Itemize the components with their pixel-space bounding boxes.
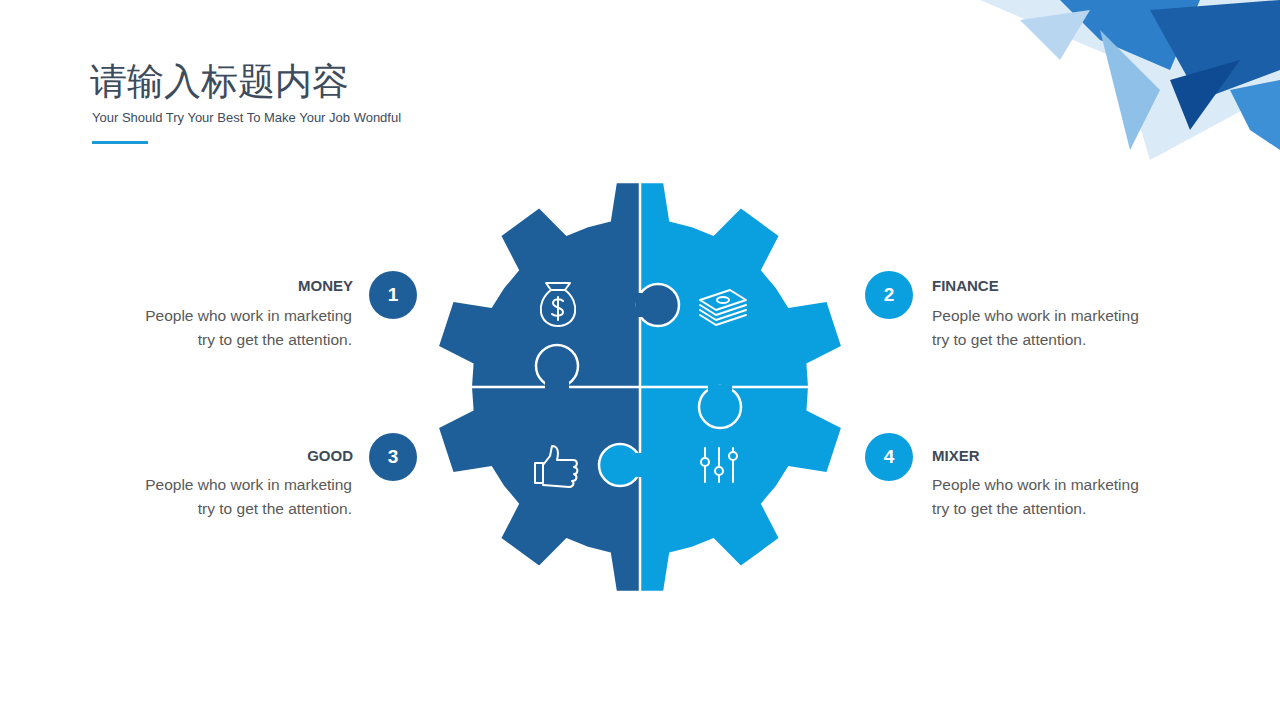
- subtitle: Your Should Try Your Best To Make Your J…: [92, 110, 401, 125]
- callout-number: 2: [865, 271, 913, 319]
- callout-number: 1: [369, 271, 417, 319]
- corner-decoration: [980, 0, 1280, 160]
- callout-number: 3: [369, 433, 417, 481]
- cash-stack-icon: [700, 290, 746, 325]
- item-body: People who work in marketing try to get …: [932, 473, 1154, 521]
- title-underline: [92, 141, 148, 144]
- item-body: People who work in marketing try to get …: [130, 304, 352, 352]
- number-text: 4: [884, 446, 895, 468]
- puzzle-lines: [430, 170, 850, 600]
- number-text: 2: [884, 284, 895, 306]
- number-text: 1: [388, 284, 399, 306]
- sliders-icon: [701, 448, 737, 482]
- callout-number: 4: [865, 433, 913, 481]
- thumbs-up-icon: [535, 446, 577, 487]
- item-heading: FINANCE: [932, 277, 1132, 294]
- slide-title: 请输入标题内容: [90, 60, 349, 104]
- money-bag-icon: [541, 283, 576, 326]
- icons: [535, 283, 746, 487]
- number-text: 3: [388, 446, 399, 468]
- item-body: People who work in marketing try to get …: [130, 473, 352, 521]
- puzzle-knobs: [536, 284, 741, 486]
- item-heading: MIXER: [932, 447, 1132, 464]
- item-body: People who work in marketing try to get …: [932, 304, 1154, 352]
- item-heading: GOOD: [153, 447, 353, 464]
- item-heading: MONEY: [153, 277, 353, 294]
